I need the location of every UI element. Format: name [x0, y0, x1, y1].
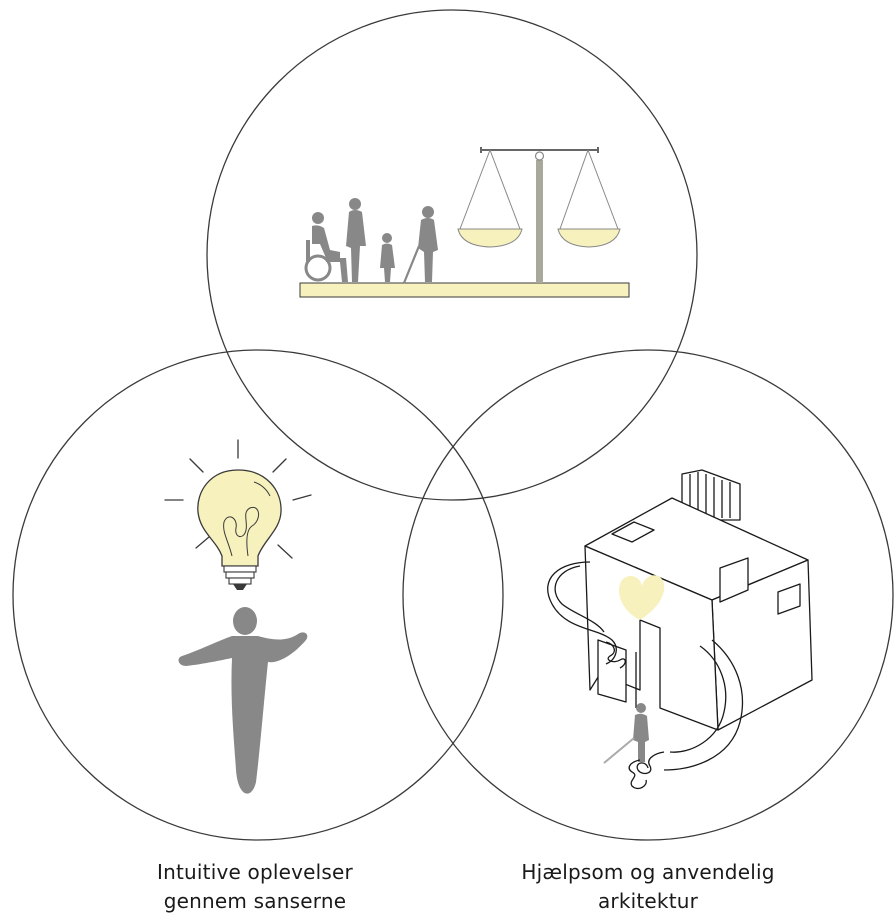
people-group-icon [304, 198, 438, 282]
top-circle [206, 9, 698, 501]
caption-left-line2: gennem sanserne [163, 889, 347, 913]
caption-senses: Intuitive oplevelser gennem sanserne [85, 858, 425, 916]
person-figure-icon [178, 607, 308, 794]
caption-architecture: Hjælpsom og anvendelig arkitektur [478, 858, 818, 916]
caption-left-line1: Intuitive oplevelser [157, 860, 353, 884]
house-arms [547, 561, 744, 775]
cane-line [402, 245, 421, 284]
house-heart-icon [584, 469, 813, 731]
platform [299, 282, 630, 298]
scale-icon [457, 147, 621, 283]
right-circle [402, 349, 894, 841]
left-circle [12, 349, 504, 841]
person-with-cane-icon [603, 703, 649, 790]
lightbulb-icon [164, 439, 312, 590]
caption-right-line1: Hjælpsom og anvendelig [521, 860, 775, 884]
equality-illustration [299, 147, 630, 298]
caption-right-line2: arkitektur [597, 889, 699, 913]
heart-icon [618, 575, 665, 620]
